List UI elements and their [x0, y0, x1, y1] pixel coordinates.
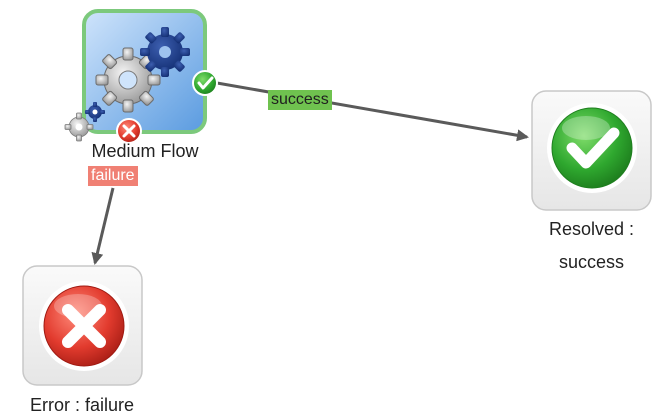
resolved-node[interactable] — [531, 90, 652, 211]
failure-gears-icon — [64, 102, 105, 142]
success-edge-label: success — [268, 90, 332, 110]
check-icon — [547, 103, 637, 193]
error-node[interactable] — [22, 265, 143, 386]
resolved-node-label-line1: Resolved : — [548, 219, 635, 239]
cross-icon — [39, 281, 129, 371]
edge-success[interactable] — [216, 81, 529, 142]
failure-port-icon[interactable] — [116, 118, 142, 144]
flow-node-label: Medium Flow — [91, 141, 199, 161]
gears-icon — [95, 27, 190, 113]
edge-failure[interactable] — [91, 187, 115, 265]
success-port-icon[interactable] — [192, 70, 218, 96]
error-node-label: Error : failure — [29, 395, 135, 415]
flow-node[interactable] — [64, 9, 218, 144]
failure-edge-label: failure — [88, 166, 138, 186]
resolved-node-label-line2: success — [558, 252, 625, 272]
